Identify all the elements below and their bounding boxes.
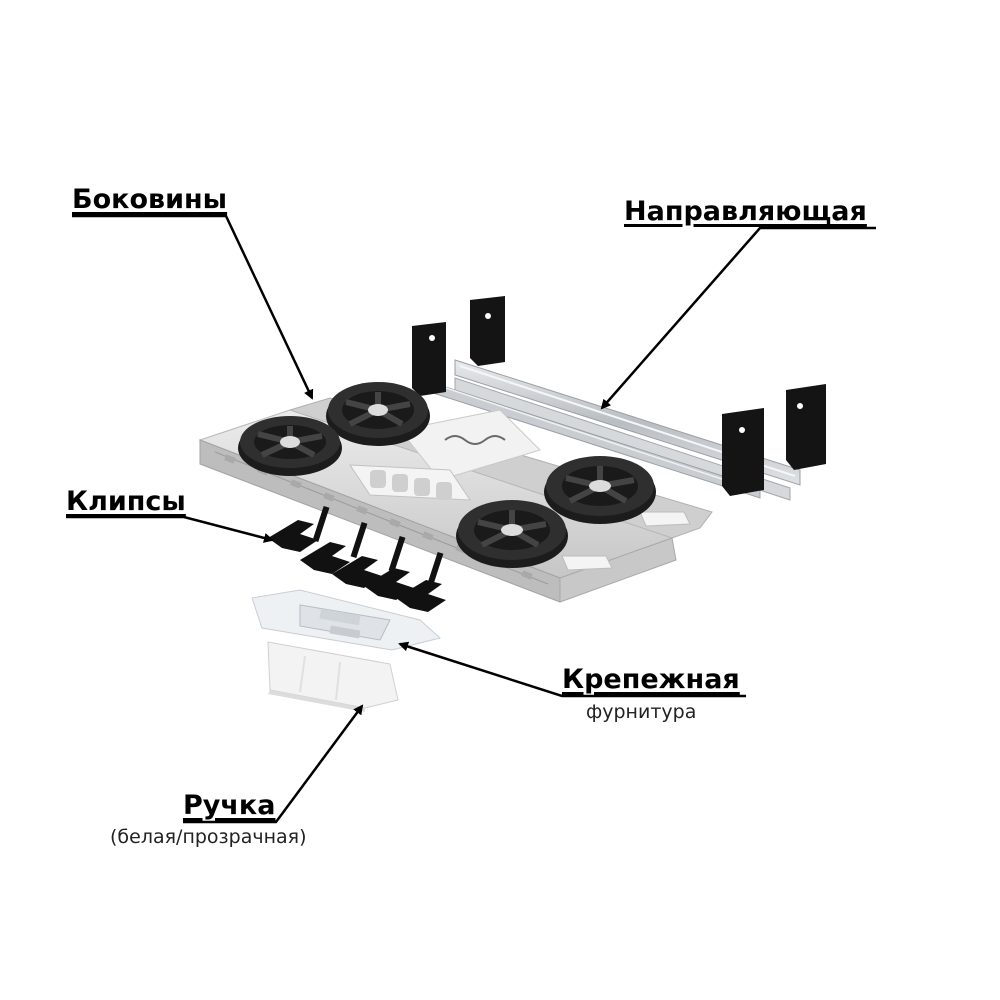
roller-wheels [238,382,656,568]
guide-rail [429,359,801,501]
wheel-top-left [326,382,430,446]
wheel-bottom-left [238,416,342,476]
label-guide-rail: Направляющая [624,196,867,227]
arrow-fasteners [398,641,746,698]
fastening-hardware-bag [251,589,442,651]
label-fasteners: Крепежная [562,664,740,695]
arrow-sidewalls [72,214,314,400]
wheel-bottom-right [456,500,568,568]
clips [268,505,446,612]
handle [267,641,399,712]
rail-brackets [412,296,826,496]
label-clips: Клипсы [66,486,186,517]
label-handle-sub: (белая/прозрачная) [110,826,307,848]
label-handle: Ручка [183,790,276,821]
arrow-rail [600,226,876,410]
arrow-handle [183,704,364,824]
arrow-clips [66,515,274,543]
wheel-top-right [544,456,656,524]
pointer-arrows [66,214,876,824]
label-sidewalls: Боковины [72,184,228,215]
label-fasteners-sub: фурнитура [586,701,697,723]
